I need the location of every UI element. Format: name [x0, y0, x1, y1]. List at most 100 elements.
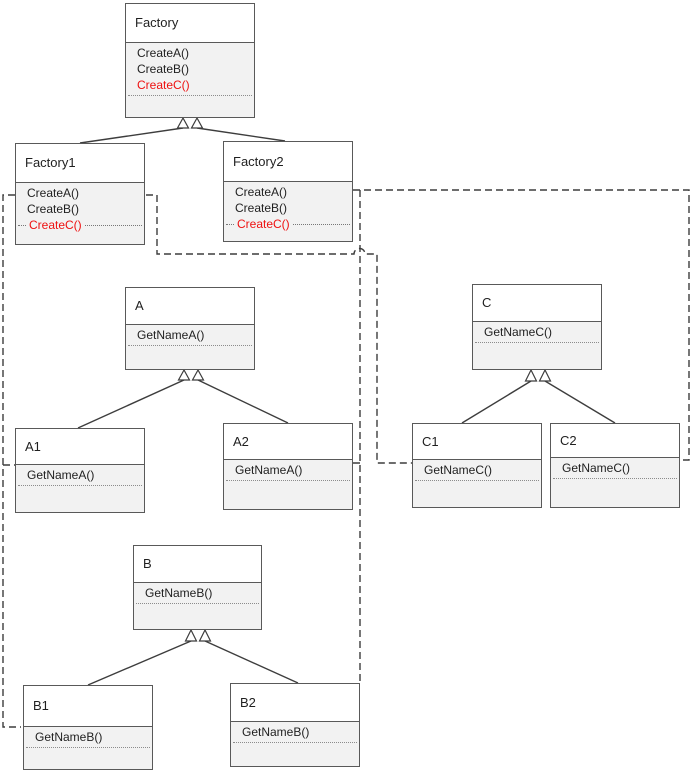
method-row: CreateB() — [224, 200, 352, 216]
method-row: GetNameB() — [231, 724, 359, 740]
class-members: GetNameA() — [126, 325, 254, 346]
class-title: B1 — [24, 686, 152, 727]
dotted-separator — [475, 341, 599, 343]
method-label: GetNameB() — [35, 729, 103, 744]
class-members: CreateA()CreateB()CreateC() — [224, 182, 352, 232]
inheritance-line-b1 — [87, 640, 192, 686]
class-members: GetNameA() — [16, 465, 144, 486]
dotted-separator — [415, 479, 539, 481]
method-row: GetNameC() — [473, 324, 601, 340]
dotted-separator — [26, 746, 150, 748]
method-label: GetNameB() — [145, 585, 213, 600]
class-members: GetNameB() — [24, 727, 152, 748]
arrowhead-icon — [191, 368, 205, 381]
method-label: CreateA() — [27, 185, 80, 200]
method-row: CreateA() — [16, 185, 144, 201]
class-title: C — [473, 285, 601, 322]
class-title: A — [126, 288, 254, 325]
method-label: GetNameB() — [242, 724, 310, 739]
method-label: GetNameA() — [235, 462, 303, 477]
method-label: CreateC() — [27, 217, 84, 232]
dotted-separator — [128, 94, 252, 96]
arrowhead-icon — [538, 368, 552, 382]
class-title: B — [134, 546, 261, 583]
arrowhead-icon — [177, 368, 191, 381]
dotted-separator — [553, 477, 677, 479]
method-label: GetNameC() — [424, 462, 493, 477]
class-title: Factory — [126, 4, 254, 43]
class-title: C2 — [551, 424, 679, 458]
class-members: GetNameC() — [413, 460, 541, 481]
dependency-path-factory1-left-a1-b1 — [2, 194, 21, 728]
dotted-separator — [226, 479, 350, 481]
method-row: CreateC() — [224, 216, 352, 232]
method-label: CreateB() — [235, 200, 288, 215]
method-row: CreateB() — [126, 61, 254, 77]
inheritance-line-c1 — [461, 380, 532, 424]
method-row: GetNameB() — [24, 729, 152, 745]
class-members: GetNameA() — [224, 460, 352, 481]
method-row: GetNameA() — [126, 327, 254, 343]
method-row: GetNameA() — [224, 462, 352, 478]
dependency-path-factory2-a2-b2 — [353, 190, 361, 683]
class-members: GetNameB() — [231, 722, 359, 743]
method-label: CreateB() — [27, 201, 80, 216]
dotted-separator — [128, 344, 252, 346]
class-members: CreateA()CreateB()CreateC() — [16, 183, 144, 233]
class-box-a[interactable]: A GetNameA() — [125, 287, 255, 370]
class-box-b[interactable]: B GetNameB() — [133, 545, 262, 630]
dotted-separator — [18, 484, 142, 486]
method-row: GetNameC() — [551, 460, 679, 476]
method-label: GetNameA() — [27, 467, 95, 482]
method-label: CreateC() — [235, 216, 292, 231]
class-members: GetNameB() — [134, 583, 261, 604]
method-label: CreateB() — [137, 61, 190, 76]
class-box-c[interactable]: C GetNameC() — [472, 284, 602, 370]
arrowhead-icon — [190, 116, 204, 129]
class-title: Factory1 — [16, 144, 144, 183]
dotted-separator — [136, 602, 259, 604]
arrowhead-icon — [176, 116, 190, 129]
method-row: CreateB() — [16, 201, 144, 217]
class-title: A1 — [16, 429, 144, 465]
inheritance-line-a2 — [197, 379, 289, 424]
inheritance-line-factory2 — [196, 127, 286, 142]
method-row: GetNameA() — [16, 467, 144, 483]
method-label: CreateA() — [235, 184, 288, 199]
inheritance-line-b2 — [204, 640, 299, 684]
class-members: CreateA()CreateB()CreateC() — [126, 43, 254, 96]
method-label: GetNameC() — [484, 324, 553, 339]
method-label: CreateA() — [137, 45, 190, 60]
arrowhead-icon — [198, 628, 212, 642]
class-title: Factory2 — [224, 142, 352, 182]
dotted-separator — [233, 741, 357, 743]
inheritance-line-factory1 — [79, 127, 184, 144]
class-title: C1 — [413, 424, 541, 460]
method-row: CreateA() — [224, 184, 352, 200]
inheritance-line-c2 — [544, 380, 616, 424]
method-label: CreateC() — [137, 77, 190, 92]
method-row: CreateA() — [126, 45, 254, 61]
method-row: GetNameC() — [413, 462, 541, 478]
inheritance-line-a1 — [77, 379, 185, 429]
class-members: GetNameC() — [473, 322, 601, 343]
arrowhead-icon — [524, 368, 538, 382]
method-row: CreateC() — [16, 217, 144, 233]
method-label: GetNameC() — [562, 460, 631, 475]
class-members: GetNameC() — [551, 458, 679, 479]
dependency-path-factory2-right-c2 — [353, 189, 690, 461]
method-label: GetNameA() — [137, 327, 205, 342]
method-row: CreateC() — [126, 77, 254, 93]
method-row: GetNameB() — [134, 585, 261, 601]
